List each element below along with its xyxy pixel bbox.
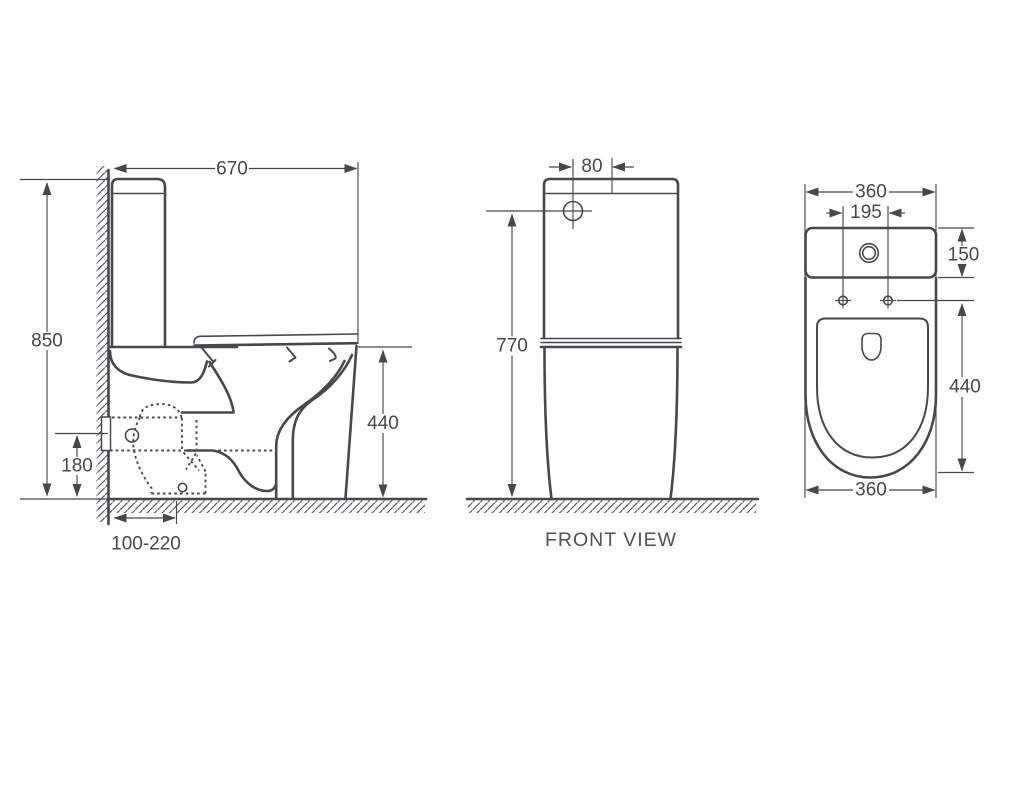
dim-outlet-range-100-220: 100-220	[111, 501, 181, 555]
dim-seat-height-440: 440	[358, 346, 412, 498]
seat-lid-top	[193, 333, 358, 344]
flush-button-inner-top	[861, 245, 877, 261]
dim-width-670: 670	[113, 159, 359, 344]
bowl-outer-outline-top	[804, 276, 938, 479]
floor-hatch-front	[468, 500, 756, 513]
dim-195-label: 195	[850, 202, 882, 223]
dim-width-bottom-360: 360	[805, 480, 936, 501]
pedestal-right-edge	[669, 347, 679, 501]
dim-770-label: 770	[496, 336, 528, 357]
under-rim-curve	[108, 349, 209, 384]
dim-button-offset-80: 80	[549, 156, 634, 193]
seat-rear-hook	[328, 347, 337, 362]
tank-outline-front	[542, 177, 680, 340]
dim-width-top-360: 360	[805, 182, 936, 203]
front-view-caption: FRONT VIEW	[545, 529, 677, 551]
tank-outline-top	[804, 226, 938, 279]
seat-bottom-line	[193, 341, 358, 347]
tank-outline-side	[110, 177, 167, 347]
dim-360-top-label: 360	[855, 182, 887, 203]
outlet-pipe-circle	[124, 428, 140, 443]
floor-hatch-side	[109, 500, 425, 513]
dim-180-label: 180	[61, 456, 93, 477]
dim-hole-spacing-195: 195	[826, 202, 905, 293]
seat-fixing-holes	[835, 292, 974, 309]
pedestal-back-edge	[344, 344, 358, 500]
dim-100-220-label: 100-220	[111, 534, 181, 555]
seat-hinge-tick	[208, 359, 217, 368]
pedestal-left-edge	[543, 347, 553, 501]
dim-height-850: 850	[20, 178, 110, 497]
dim-150-label: 150	[948, 245, 980, 266]
dim-850-label: 850	[31, 331, 63, 352]
dim-tank-depth-150: 150	[938, 227, 980, 279]
flush-button-outer-top	[858, 242, 880, 264]
dim-80-label: 80	[581, 156, 602, 177]
dim-360-bottom-label: 360	[855, 480, 887, 501]
seat-bumper-mark	[286, 346, 297, 363]
pedestal-front-inner	[274, 359, 346, 500]
dim-outlet-height-180: 180	[55, 432, 108, 497]
front-view: 80 770 FRONT VIEW	[465, 156, 760, 551]
wall-hatch	[96, 166, 108, 522]
seat-hinge-mark	[200, 346, 214, 363]
bowl-cavity-bottom	[185, 449, 278, 493]
dim-440-side-label: 440	[367, 413, 399, 434]
dim-670-label: 670	[216, 159, 248, 180]
pedestal-front-outer	[291, 353, 354, 500]
dim-height-770: 770	[496, 213, 528, 497]
seat-outline-top	[816, 317, 929, 459]
bowl-inner-curve	[208, 360, 235, 413]
side-view: 670 850 440 180 100-220	[20, 159, 428, 555]
top-view: 360 195 150 44	[804, 182, 981, 501]
dim-440-top-label: 440	[949, 377, 981, 398]
dim-bowl-length-440: 440	[938, 303, 981, 474]
drain-circle	[177, 482, 188, 493]
flush-valve-shape	[861, 332, 882, 361]
trap-dotted-outline	[110, 403, 276, 495]
